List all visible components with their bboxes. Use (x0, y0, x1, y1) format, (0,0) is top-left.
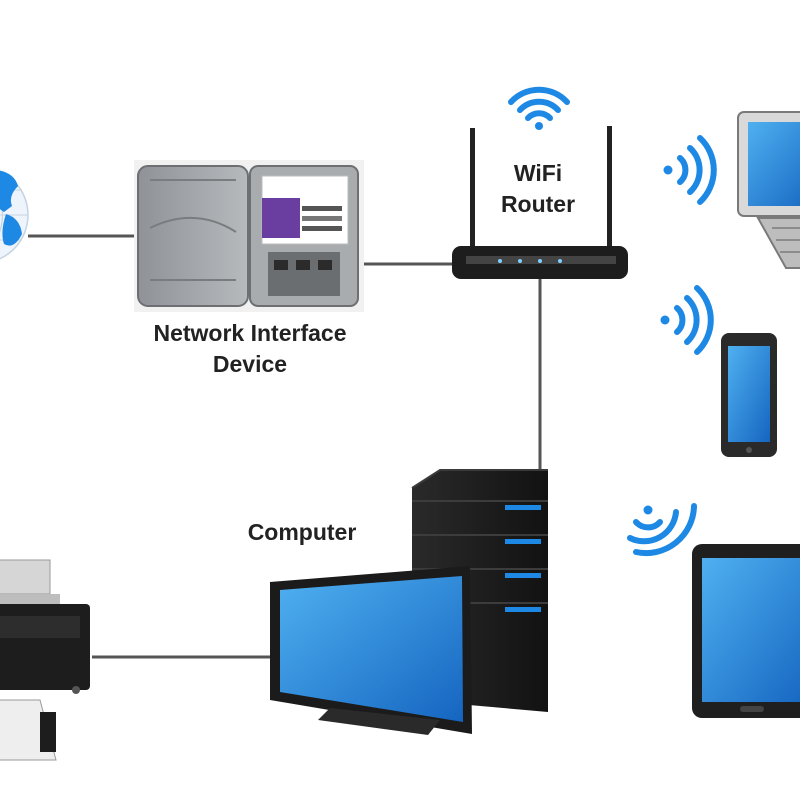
smartphone-icon (721, 333, 777, 457)
router-label-line1: WiFi (513, 160, 563, 186)
router-label-line2: Router (500, 191, 576, 217)
wifi-signal-icon (660, 285, 714, 355)
globe-icon (0, 170, 29, 260)
wifi-router-label: WiFi Router (478, 158, 598, 220)
monitor-icon (270, 566, 472, 735)
network-interface-device-icon (134, 160, 364, 312)
cables (28, 234, 542, 659)
wifi-signal-icon (627, 503, 697, 557)
wifi-signal-icon (508, 86, 570, 130)
tablet-icon (692, 544, 800, 718)
laptop-icon (737, 111, 800, 269)
wifi-signal-icon (663, 135, 717, 205)
wifi-router-icon (452, 126, 628, 279)
network-interface-device-label: Network Interface Device (120, 318, 380, 380)
printer-icon (0, 559, 90, 761)
nid-label-line1: Network Interface (153, 320, 347, 346)
nid-label-line2: Device (212, 351, 288, 377)
computer-label: Computer (247, 519, 357, 545)
